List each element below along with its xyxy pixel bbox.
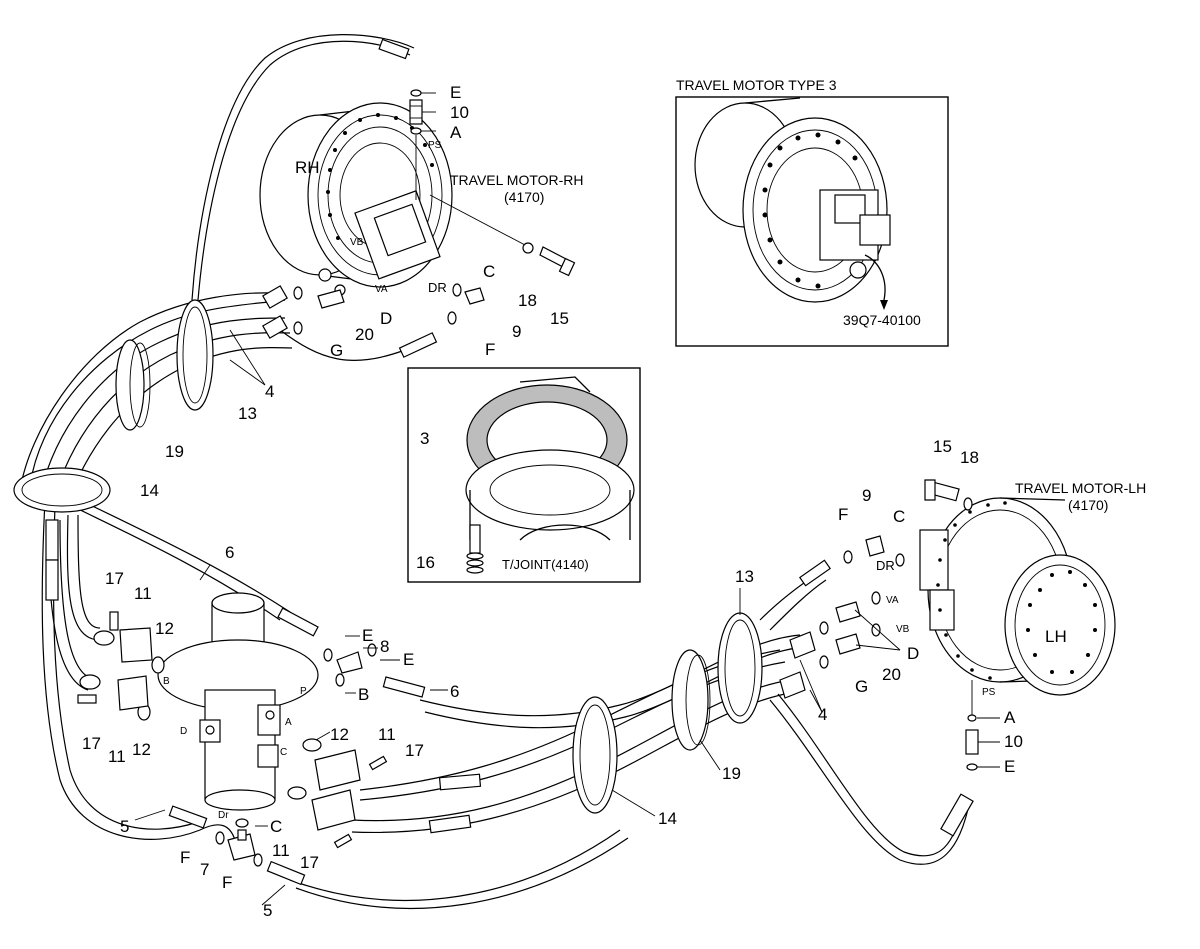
bot-17-label: 17: [300, 853, 319, 872]
mid-8-label: 8: [380, 637, 389, 656]
swivel-joint: [157, 592, 319, 811]
rh-A-label: A: [450, 123, 462, 142]
lh-small-parts: [779, 479, 1000, 771]
lh-14-label: 14: [658, 809, 677, 828]
bot-C-label: C: [270, 817, 282, 836]
r-17-label: 17: [405, 741, 424, 760]
rh-G-label: G: [330, 341, 343, 360]
swivel-P-label: P: [300, 686, 307, 697]
mid-11-label: 11: [134, 584, 152, 603]
bot-F2-label: F: [222, 873, 232, 892]
leader-lines-lh: [611, 588, 901, 817]
rh-F-label: F: [485, 340, 495, 359]
rh-DR-label: DR: [428, 280, 447, 295]
lh-PS-label: PS: [982, 687, 996, 698]
swivel-A-label: A: [285, 717, 292, 728]
rh-D-label: D: [380, 309, 392, 328]
swivel-fittings: [77, 611, 388, 867]
rh-19-label: 19: [165, 442, 184, 461]
lh-18-label: 18: [960, 448, 979, 467]
travel-motor-lh: [919, 497, 1116, 696]
low-17-label: 17: [82, 734, 101, 753]
type3-motor-drawing: [694, 97, 891, 310]
mid-B-label: B: [358, 685, 369, 704]
leader-lines-center: [134, 564, 448, 906]
left-14-label: 14: [140, 481, 159, 500]
rh-VB-label: VB: [350, 237, 364, 248]
mid-E1-label: E: [362, 626, 373, 645]
lh-13-label: 13: [735, 567, 754, 586]
tjoint-gasket-drawing: [465, 376, 635, 574]
r-11-label: 11: [378, 725, 396, 744]
rh-small-parts: [229, 89, 576, 386]
lh-10-label: 10: [1004, 732, 1023, 751]
lh-19-label: 19: [722, 764, 741, 783]
rh-motor-title: TRAVEL MOTOR-RH: [450, 172, 584, 188]
rh-13-label: 13: [238, 404, 257, 423]
type3-title: TRAVEL MOTOR TYPE 3: [676, 77, 837, 93]
rh-bolt-pattern: [326, 113, 434, 240]
lh-15-label: 15: [933, 437, 952, 456]
tjoint-3-label: 3: [420, 429, 429, 448]
hose-clamps: [13, 299, 763, 814]
lh-A-label: A: [1004, 708, 1016, 727]
bot-F1-label: F: [180, 848, 190, 867]
bot-5b-label: 5: [263, 901, 272, 920]
lh-motor-code: (4170): [1068, 497, 1108, 513]
rh-motor-mark: RH: [295, 158, 320, 177]
lh-E-label: E: [1004, 757, 1015, 776]
rh-E-label: E: [450, 83, 461, 102]
lh-bolt-ring: [936, 501, 1007, 680]
rh-18-label: 18: [518, 291, 537, 310]
rh-4-label: 4: [265, 382, 274, 401]
lh-F-label: F: [838, 505, 848, 524]
lh-VA-label: VA: [886, 595, 899, 606]
mid-12-label: 12: [155, 619, 174, 638]
lh-C-label: C: [893, 507, 905, 526]
lh-20-label: 20: [882, 665, 901, 684]
r-12-label: 12: [330, 725, 349, 744]
rh-20-label: 20: [355, 325, 374, 344]
bot-7-label: 7: [200, 860, 209, 879]
lh-D-label: D: [907, 644, 919, 663]
rh-VA-label: VA: [375, 284, 388, 295]
bot-5-label: 5: [120, 817, 129, 836]
rh-motor-code: (4170): [504, 189, 544, 205]
low-12-label: 12: [132, 740, 151, 759]
type3-part-code: 39Q7-40100: [843, 312, 921, 328]
lh-9-label: 9: [862, 486, 871, 505]
lh-4-label: 4: [818, 705, 827, 724]
lh-G-label: G: [855, 677, 868, 696]
mid-E2-label: E: [403, 650, 414, 669]
low-11-label: 11: [108, 747, 126, 766]
swivel-B-label: B: [163, 676, 170, 687]
rh-9-label: 9: [512, 322, 521, 341]
lh-DR-label: DR: [876, 558, 895, 573]
swivel-D-label: D: [180, 726, 187, 737]
hose-fittings: [45, 38, 974, 886]
rh-10-label: 10: [450, 103, 469, 122]
tjoint-title: T/JOINT(4140): [502, 557, 589, 572]
lh-motor-mark: LH: [1045, 627, 1067, 646]
swivel-Dr-label: Dr: [218, 810, 229, 821]
travel-motor-rh: [259, 102, 453, 296]
lh-motor-title: TRAVEL MOTOR-LH: [1015, 480, 1146, 496]
mid-6b-label: 6: [450, 682, 459, 701]
bot-11-label: 11: [272, 841, 290, 860]
mid-6-label: 6: [225, 543, 234, 562]
lh-VB-label: VB: [896, 624, 910, 635]
swivel-C-label: C: [280, 747, 287, 758]
tjoint-16-label: 16: [416, 553, 435, 572]
rh-C-label: C: [483, 262, 495, 281]
mid-17-label: 17: [105, 569, 124, 588]
rh-15-label: 15: [550, 309, 569, 328]
rh-PS-label: PS: [428, 140, 442, 151]
